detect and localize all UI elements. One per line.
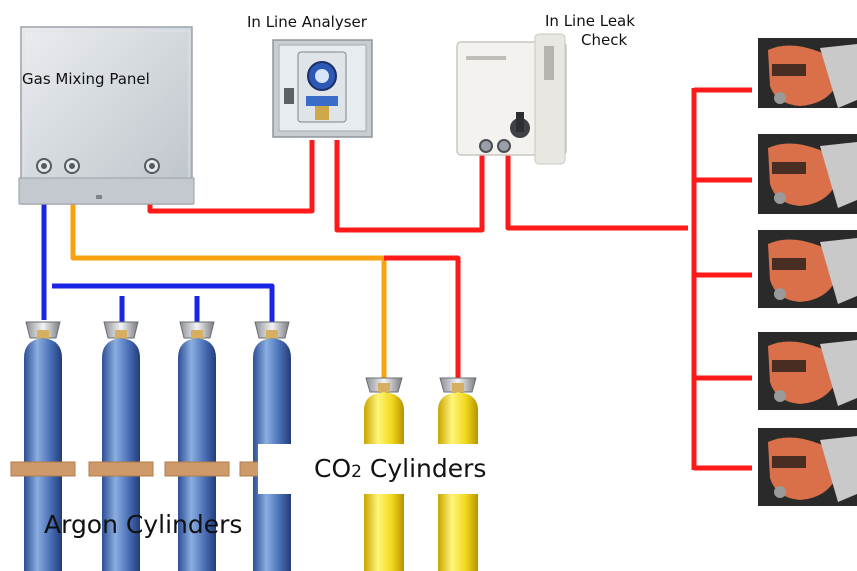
co2-label-prefix: CO — [314, 454, 352, 483]
in-line-leak-check-label-line2: Check — [581, 31, 628, 49]
in-line-leak-check-label-line1: In Line Leak — [545, 12, 635, 30]
argon-cylinder — [88, 321, 154, 571]
welding-stations — [758, 38, 857, 506]
argon-cylinders-label: Argon Cylinders — [44, 510, 243, 539]
co2-cylinder — [438, 377, 478, 571]
panel-fitting-icon — [36, 158, 160, 174]
leak-check-port-icon — [479, 139, 511, 153]
welding-station-photo — [758, 332, 857, 410]
co2-pipework — [70, 182, 387, 382]
argon-pipework — [41, 192, 275, 326]
co2-label-subscript: 2 — [351, 462, 362, 482]
argon-cylinders — [10, 321, 305, 571]
welding-station-photo — [758, 428, 857, 506]
in-line-leak-check — [456, 33, 567, 165]
gas-mixing-panel-label: Gas Mixing Panel — [22, 70, 150, 88]
welding-station-photo — [758, 134, 857, 214]
co2-label-suffix: Cylinders — [361, 454, 487, 483]
argon-cylinder — [10, 321, 76, 571]
in-line-analyser — [272, 39, 373, 138]
gas-mixing-panel — [18, 26, 195, 205]
co2-cylinders-label: CO2 Cylinders — [258, 444, 520, 494]
mixed-gas-pipework — [147, 87, 752, 471]
welding-station-photo — [758, 38, 857, 108]
welding-station-photo — [758, 230, 857, 308]
argon-cylinder — [164, 321, 230, 571]
in-line-analyser-label: In Line Analyser — [247, 13, 367, 31]
